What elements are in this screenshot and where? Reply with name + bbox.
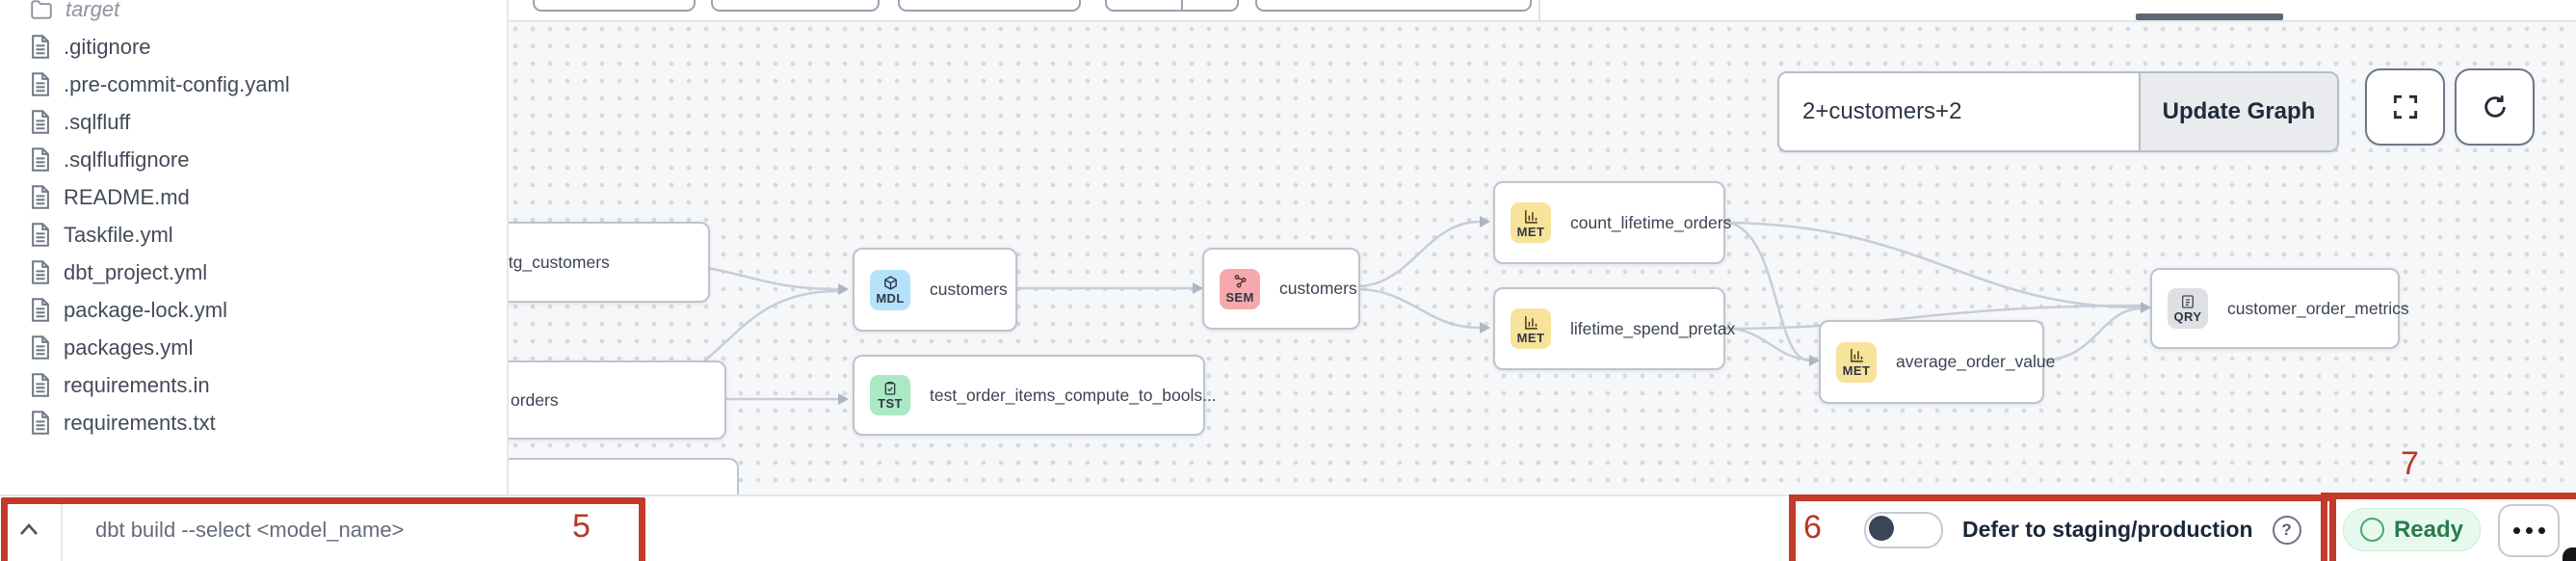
semantic-badge: SEM <box>1220 268 1260 309</box>
chevron-up-icon <box>20 523 38 535</box>
metric-badge: MET <box>1511 308 1551 349</box>
file-icon <box>29 184 52 210</box>
bar-chart-icon <box>1524 315 1538 330</box>
file-icon <box>29 222 52 248</box>
file-row[interactable]: Taskfile.yml <box>0 216 507 254</box>
defer-control: Defer to staging/production ? <box>1864 496 2301 561</box>
toggle-knob <box>1869 515 1894 541</box>
clipboard-check-icon <box>884 382 896 395</box>
command-input[interactable] <box>93 510 560 550</box>
file-row[interactable]: packages.yml <box>0 329 507 366</box>
node-customers-model[interactable]: MDL customers <box>853 248 1017 332</box>
file-row[interactable]: .sqlfluffignore <box>0 141 507 178</box>
dot <box>2537 527 2545 534</box>
node-partial[interactable] <box>506 458 739 498</box>
ready-status-icon <box>2359 518 2384 542</box>
top-toolbar-strip <box>0 0 2576 22</box>
fullscreen-icon <box>2393 94 2417 120</box>
query-badge: QRY <box>2168 288 2208 329</box>
file-icon <box>29 410 52 436</box>
file-row[interactable]: .gitignore <box>0 28 507 66</box>
query-file-icon <box>2182 295 2194 308</box>
toolbar-button-partial[interactable] <box>1255 0 1532 12</box>
refresh-button[interactable] <box>2455 68 2535 146</box>
semantic-flow-icon <box>1234 275 1246 288</box>
defer-label: Defer to staging/production <box>1962 517 2253 542</box>
cube-icon <box>883 276 897 290</box>
node-customer-order-metrics[interactable]: QRY customer_order_metrics <box>2150 268 2409 349</box>
node-label: count_lifetime_orders <box>1570 212 1732 232</box>
help-icon[interactable]: ? <box>2272 515 2301 545</box>
dot <box>2512 527 2520 534</box>
bottom-status-bar: Defer to staging/production ? <box>0 494 2576 561</box>
toolbar-divider <box>1538 0 1540 20</box>
node-label: customer_order_metrics <box>2227 298 2409 318</box>
test-badge: TST <box>870 375 910 415</box>
file-explorer-panel: target .gitignore .pre-commit-config.yam… <box>0 0 509 494</box>
file-icon <box>29 71 52 97</box>
active-tab-indicator <box>2136 13 2283 20</box>
node-label: orders <box>511 389 559 410</box>
toolbar-button-partial[interactable] <box>533 0 696 12</box>
node-average-order-value[interactable]: MET average_order_value <box>1819 320 2055 404</box>
file-icon <box>29 34 52 60</box>
node-label: customers <box>1279 279 1357 298</box>
node-test-order-items[interactable]: TST test_order_items_compute_to_bools... <box>853 355 1217 436</box>
node-count-lifetime-orders[interactable]: MET count_lifetime_orders <box>1493 181 1731 264</box>
bar-chart-icon <box>1850 349 1863 362</box>
dot <box>2525 527 2533 534</box>
status-badge: Ready <box>2343 508 2481 551</box>
update-graph-button[interactable]: Update Graph <box>2139 73 2337 150</box>
node-label: stg_customers <box>500 252 610 272</box>
defer-toggle[interactable] <box>1864 511 1943 548</box>
node-label: customers <box>930 280 1008 299</box>
node-label: average_order_value <box>1896 352 2056 371</box>
more-options-button[interactable] <box>2498 504 2560 557</box>
selector-input[interactable] <box>1779 73 2139 150</box>
file-row[interactable]: .pre-commit-config.yaml <box>0 66 507 103</box>
file-row[interactable]: requirements.in <box>0 366 507 404</box>
file-row[interactable]: requirements.txt <box>0 404 507 441</box>
bottom-bar-divider <box>61 496 63 561</box>
file-row[interactable]: .sqlfluff <box>0 103 507 141</box>
fullscreen-button[interactable] <box>2365 68 2445 146</box>
bar-chart-icon <box>1524 209 1538 224</box>
file-row[interactable]: dbt_project.yml <box>0 254 507 291</box>
file-icon <box>29 109 52 135</box>
toolbar-button-partial[interactable] <box>711 0 880 12</box>
metric-badge: MET <box>1511 202 1551 243</box>
node-label: test_order_items_compute_to_bools... <box>930 385 1217 405</box>
toolbar-button-partial[interactable] <box>1105 0 1239 12</box>
file-row[interactable]: README.md <box>0 178 507 216</box>
node-label: lifetime_spend_pretax <box>1570 318 1736 338</box>
file-icon <box>29 297 52 323</box>
node-lifetime-spend-pretax[interactable]: MET lifetime_spend_pretax <box>1493 287 1735 370</box>
expand-history-button[interactable] <box>8 510 50 548</box>
file-icon <box>29 334 52 361</box>
toolbar-button-partial[interactable] <box>898 0 1081 12</box>
selector-group: Update Graph <box>1777 71 2339 152</box>
file-icon <box>29 259 52 285</box>
file-row-target[interactable]: target <box>0 0 507 28</box>
file-icon <box>29 147 52 173</box>
file-icon <box>29 372 52 398</box>
refresh-icon <box>2484 95 2506 118</box>
metric-badge: MET <box>1836 341 1877 383</box>
model-badge: MDL <box>870 269 910 310</box>
node-customers-semantic[interactable]: SEM customers <box>1202 248 1360 330</box>
folder-icon <box>29 0 54 22</box>
file-row[interactable]: package-lock.yml <box>0 291 507 329</box>
chat-widget-corner[interactable] <box>2563 548 2576 561</box>
